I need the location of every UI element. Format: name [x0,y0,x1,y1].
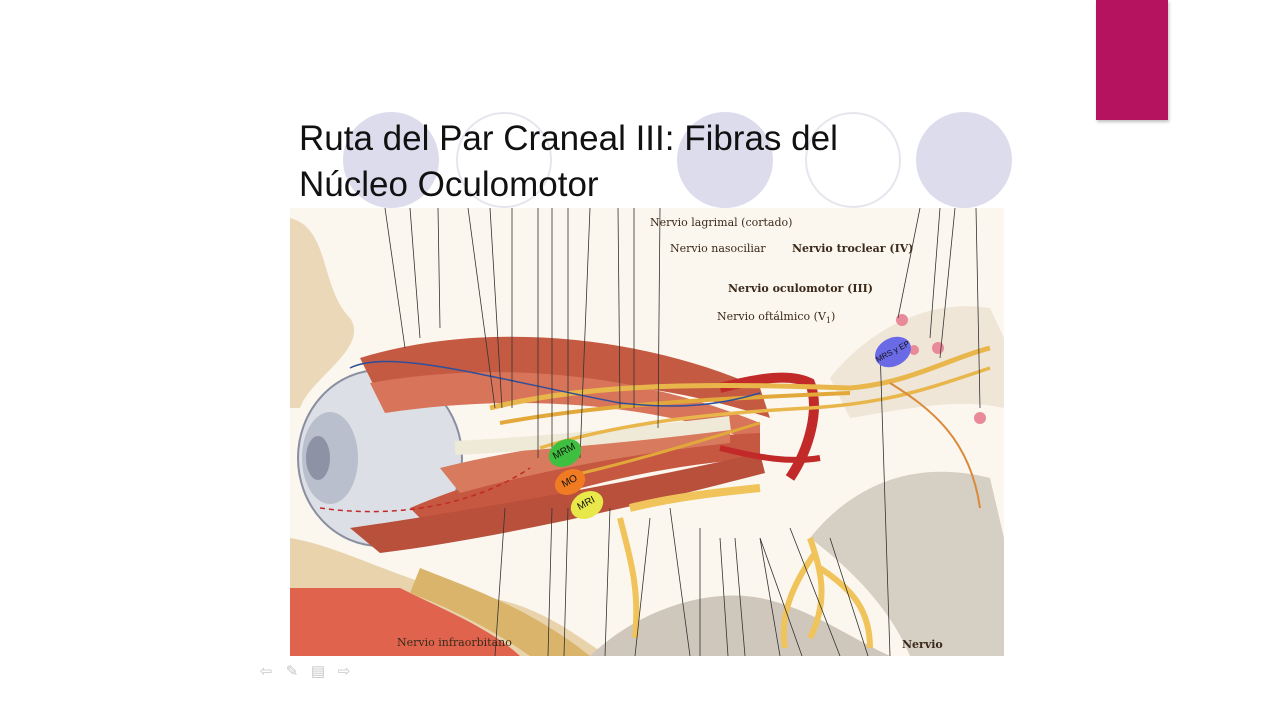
accent-bar [1096,0,1168,120]
slide-menu-icon[interactable]: ▤ [310,663,326,680]
orbit-anatomy-drawing [290,208,1004,656]
label-abducens-nerve: Nervio [902,638,943,651]
slide-navigation: ⇦ ✎ ▤ ⇨ [258,664,352,680]
arrow-left-icon[interactable]: ⇦ [259,663,273,680]
pen-icon[interactable]: ✎ [285,663,299,680]
label-nasociliary-nerve: Nervio nasociliar [670,242,766,255]
label-trochlear-nerve: Nervio troclear (IV) [792,242,914,255]
label-oculomotor-nerve: Nervio oculomotor (III) [728,282,873,295]
label-lacrimal-nerve: Nervio lagrimal (cortado) [650,216,793,229]
decorative-circle [916,112,1012,208]
label-infraorbital-nerve: Nervio infraorbitano [397,636,512,649]
label-ophthalmic-nerve: Nervio oftálmico (V1) [717,310,836,326]
decorative-circle [456,112,552,208]
anatomy-illustration: Nervio lagrimal (cortado) Nervio nasocil… [290,208,1004,656]
decorative-circle [343,112,439,208]
slide-title: Ruta del Par Craneal III: Fibras del Núc… [299,119,838,204]
decorative-circle [677,112,773,208]
arrow-right-icon[interactable]: ⇨ [337,663,351,680]
decorative-circle [805,112,901,208]
